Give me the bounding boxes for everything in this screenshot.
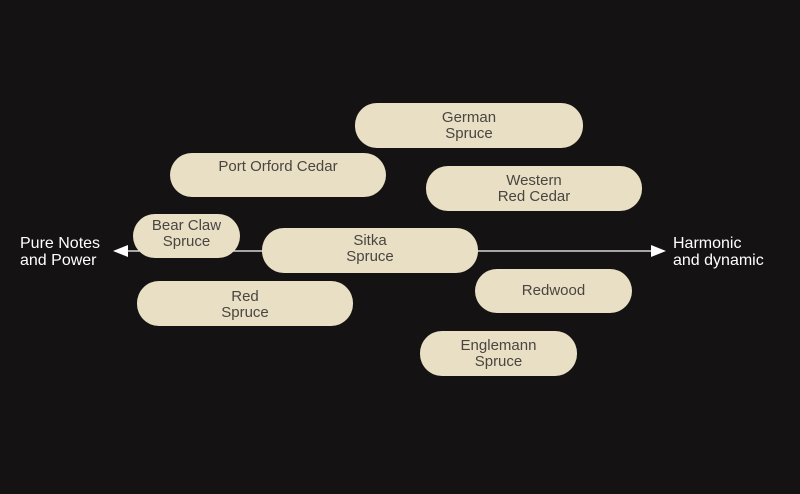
- wood-port-orford-cedar: Port Orford Cedar: [170, 153, 386, 197]
- axis-arrow-right-icon: [651, 245, 666, 257]
- wood-western-red-cedar: Western Red Cedar: [426, 166, 642, 211]
- wood-red-spruce: Red Spruce: [137, 281, 353, 326]
- axis-label-pure-notes: Pure Notes and Power: [20, 235, 101, 269]
- axis-label-harmonic: Harmonic and dynamic: [673, 235, 764, 269]
- wood-sitka-spruce: Sitka Spruce: [262, 228, 478, 273]
- wood-redwood: Redwood: [475, 269, 632, 313]
- wood-englemann-spruce: Englemann Spruce: [420, 331, 577, 376]
- wood-bear-claw-spruce: Bear Claw Spruce: [133, 214, 240, 258]
- axis-arrow-left-icon: [113, 245, 128, 257]
- wood-german-spruce: German Spruce: [355, 103, 583, 148]
